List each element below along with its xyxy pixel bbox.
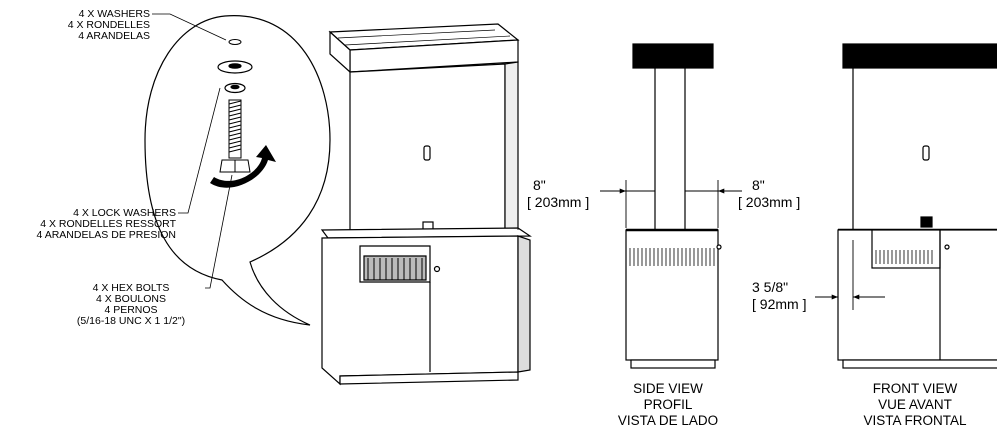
washers-callout: 4 X WASHERS 4 X RONDELLES 4 ARANDELAS (67, 8, 150, 42)
side-view-caption: SIDE VIEW PROFIL VISTA DE LADO (617, 381, 719, 428)
front-port-icon (920, 216, 933, 228)
side-view-drawing (625, 43, 722, 369)
front-handle-icon (922, 145, 930, 161)
column-handle-icon (423, 145, 431, 161)
front-view-dimension (815, 240, 885, 310)
hex-bolts-callout: 4 X HEX BOLTS 4 X BOULONS 4 PERNOS (5/16… (76, 282, 186, 327)
left-dimension-label: 8" [ 203mm ] (527, 177, 590, 210)
lock-washer-icon (224, 82, 246, 94)
cabinet-isometric (320, 23, 532, 386)
side-view-dimension (600, 180, 742, 228)
rotation-arrow-icon (210, 145, 276, 188)
hex-bolt-icon (219, 99, 251, 173)
side-view-dimension-label: 8" [ 203mm ] (738, 177, 801, 210)
front-view-caption: FRONT VIEW VUE AVANT VISTA FRONTAL (863, 381, 967, 428)
washer-icon (217, 60, 253, 74)
front-view-drawing (837, 43, 997, 369)
washer-small-icon (228, 39, 242, 45)
front-view-dimension-label: 3 5/8" [ 92mm ] (752, 279, 807, 312)
callout-leaders (152, 13, 233, 289)
lock-washers-callout: 4 X LOCK WASHERS 4 X RONDELLES RESSORT 4… (36, 207, 176, 241)
